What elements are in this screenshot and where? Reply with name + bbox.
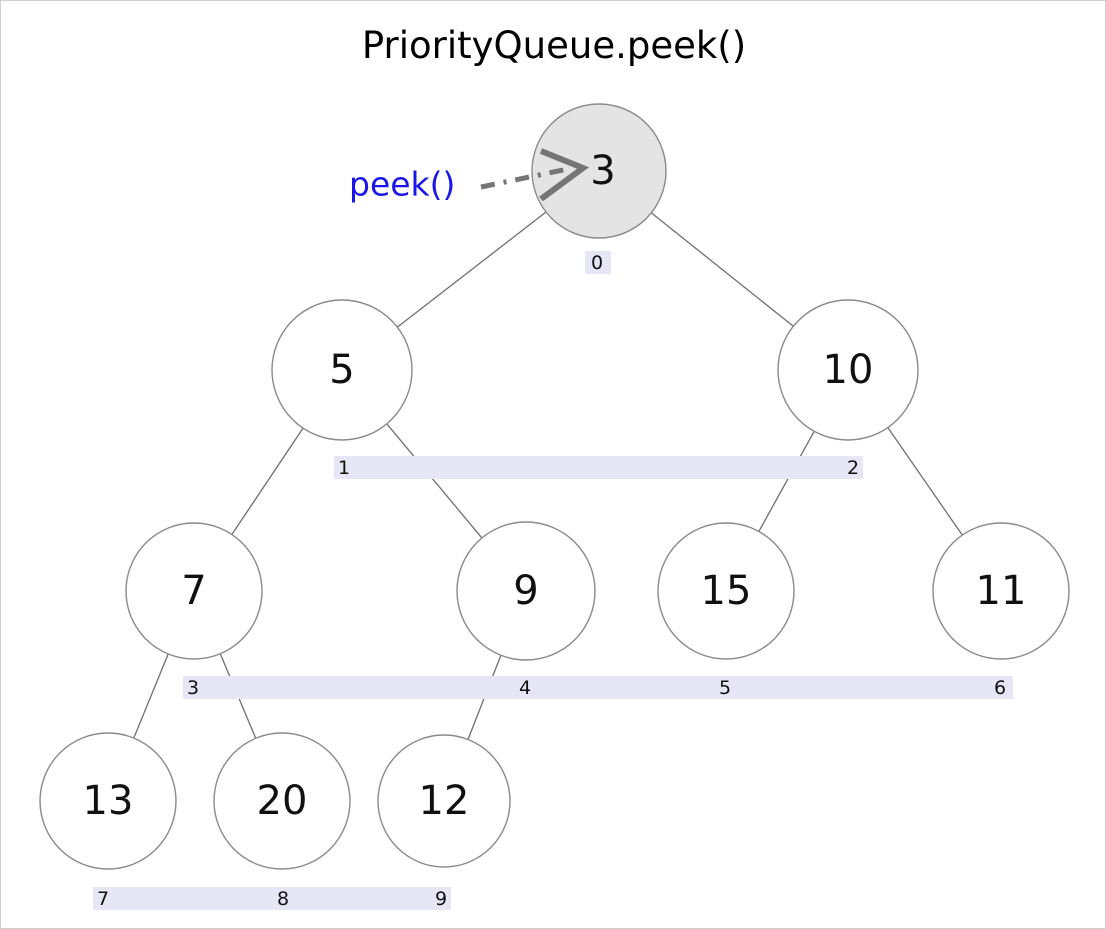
page-title: PriorityQueue.peek(): [362, 24, 746, 67]
node-circle[interactable]: [777, 299, 919, 441]
array-index-label: 6: [994, 677, 1006, 699]
tree-node[interactable]: 15: [657, 522, 795, 660]
array-index-label: 8: [277, 888, 289, 910]
tree-edge: [650, 212, 794, 327]
array-index-label: 2: [847, 457, 859, 479]
index-band: [334, 456, 863, 479]
array-index-label: 0: [591, 252, 603, 274]
node-value-label: 20: [257, 778, 308, 824]
tree-edge: [396, 211, 547, 328]
node-circle[interactable]: [125, 522, 263, 660]
node-circle[interactable]: [271, 299, 413, 441]
index-band: [183, 676, 1013, 699]
tree-node[interactable]: 20: [213, 732, 351, 870]
node-circle[interactable]: [932, 522, 1070, 660]
arrow-right-icon: [539, 148, 590, 202]
tree-edge: [133, 653, 169, 739]
array-index-label: 7: [97, 888, 109, 910]
array-index-label: 1: [338, 457, 350, 479]
tree-node[interactable]: 3: [531, 103, 667, 239]
tree-node[interactable]: 7: [125, 522, 263, 660]
array-index-label: 9: [435, 888, 447, 910]
tree-edge: [386, 423, 483, 539]
index-band: [93, 887, 451, 910]
node-value-label: 3: [590, 148, 615, 194]
node-value-label: 10: [823, 347, 874, 393]
node-value-label: 7: [181, 568, 206, 614]
tree-edge: [231, 427, 304, 535]
node-circle[interactable]: [657, 522, 795, 660]
node-circle[interactable]: [456, 521, 596, 661]
node-value-label: 11: [976, 568, 1027, 614]
node-value-label: 9: [513, 568, 538, 614]
node-circle[interactable]: [213, 732, 351, 870]
tree-node[interactable]: 9: [456, 521, 596, 661]
node-value-label: 13: [83, 778, 134, 824]
tree-edge: [758, 430, 815, 532]
array-index-label: 5: [719, 677, 731, 699]
array-index-label: 4: [519, 677, 531, 699]
callout-label: peek(): [349, 165, 455, 204]
tree-edge: [887, 427, 963, 536]
node-value-label: 12: [419, 778, 470, 824]
tree-node[interactable]: 5: [271, 299, 413, 441]
node-circle[interactable]: [377, 734, 511, 868]
node-circle-highlighted[interactable]: [531, 103, 667, 239]
tree-node[interactable]: 10: [777, 299, 919, 441]
tree-node[interactable]: 13: [39, 732, 177, 870]
node-value-label: 15: [701, 568, 752, 614]
array-index-label: 3: [187, 677, 199, 699]
tree-node[interactable]: 12: [377, 734, 511, 868]
callout-leader-line: [480, 166, 569, 190]
index-band: [585, 251, 611, 274]
tree-node[interactable]: 11: [932, 522, 1070, 660]
peek-callout: peek(): [349, 148, 590, 204]
node-circle[interactable]: [39, 732, 177, 870]
node-value-label: 5: [329, 347, 354, 393]
